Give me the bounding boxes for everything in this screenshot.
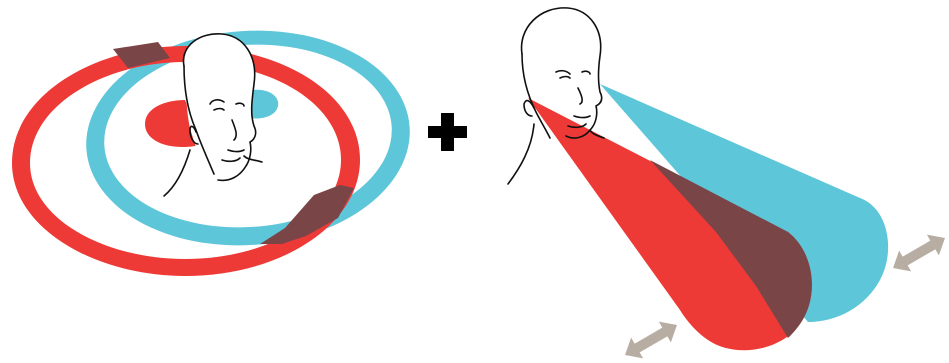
- double-arrow-icon: [887, 228, 949, 279]
- left-panel: [12, 20, 417, 276]
- right-panel: [508, 8, 949, 363]
- plus-icon: [428, 113, 467, 151]
- double-arrow-icon: [619, 315, 683, 363]
